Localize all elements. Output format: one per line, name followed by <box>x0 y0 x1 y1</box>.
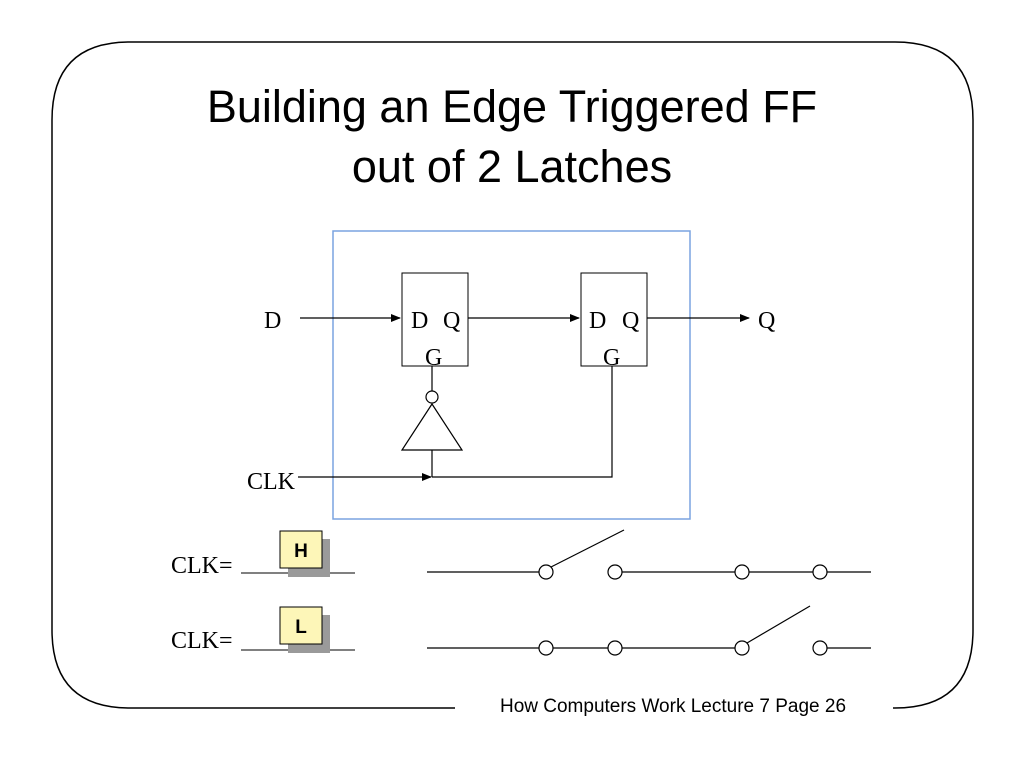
circuit-highlight-box <box>332 230 691 520</box>
latch-1-g-pin: G <box>425 345 442 371</box>
switch-diagram-h <box>427 529 871 580</box>
inverter-bubble <box>425 390 439 404</box>
slide-frame <box>51 41 974 709</box>
clk-to-latch2-wire <box>432 366 613 478</box>
latch-2-g-pin: G <box>603 345 620 371</box>
switch-diagram-l <box>427 605 871 656</box>
latch-1-d-pin: D <box>411 308 428 334</box>
slide-footer: How Computers Work Lecture 7 Page 26 <box>500 696 846 717</box>
clk-label: CLK <box>247 469 296 495</box>
clock-row-l-prefix: CLK= <box>171 628 233 654</box>
inverter-triangle <box>400 402 464 451</box>
input-d-label: D <box>264 308 281 334</box>
clock-row-h-badge <box>279 530 323 569</box>
slide-title-line2: out of 2 Latches <box>352 141 672 192</box>
latch-1-box <box>401 272 469 367</box>
clock-row-l-badge <box>279 606 323 645</box>
latch-2-q-pin: Q <box>622 308 639 334</box>
clock-row-l-value: L <box>295 617 307 638</box>
slide-title-line1: Building an Edge Triggered FF <box>207 81 817 132</box>
clock-row-h-value: H <box>294 541 308 562</box>
output-q-label: Q <box>758 308 775 334</box>
clock-row-h-prefix: CLK= <box>171 553 233 579</box>
latch-2-box <box>580 272 648 367</box>
latch-2-d-pin: D <box>589 308 606 334</box>
latch-1-q-pin: Q <box>443 308 460 334</box>
